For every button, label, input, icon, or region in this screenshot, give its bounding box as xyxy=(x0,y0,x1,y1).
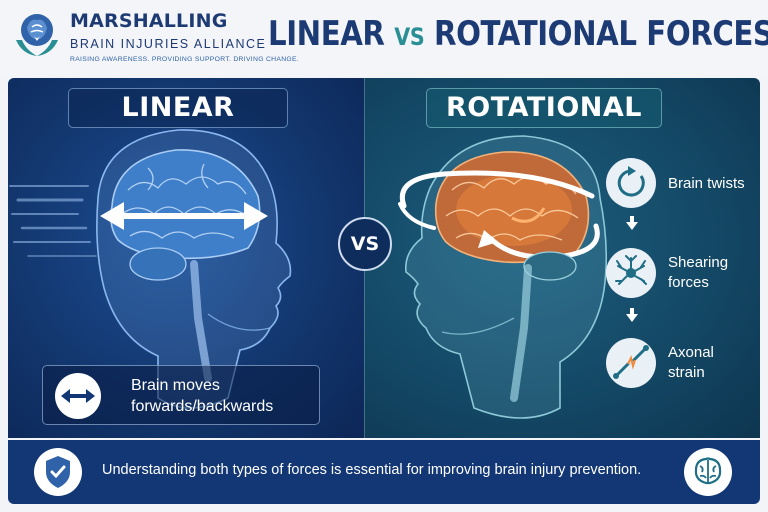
org-tagline: RAISING AWARENESS. PROVIDING SUPPORT. DR… xyxy=(70,56,300,63)
step-3-line1: Axonal xyxy=(668,344,714,361)
step-3-line2: strain xyxy=(668,364,705,381)
title-linear: LINEAR xyxy=(268,14,385,54)
linear-info-line2: forwards/backwards xyxy=(131,398,274,415)
footer-text: Understanding both types of forces is es… xyxy=(102,462,642,478)
org-name: MARSHALLING xyxy=(70,10,228,32)
step-2-text: Shearing forces xyxy=(668,253,728,293)
footer-banner: Understanding both types of forces is es… xyxy=(8,440,760,504)
shield-check-icon xyxy=(34,448,82,496)
title-rotational: ROTATIONAL FORCES xyxy=(434,14,768,54)
step-2-line1: Shearing xyxy=(668,254,729,271)
double-arrow-icon xyxy=(55,373,101,419)
header: MARSHALLING BRAIN INJURIES ALLIANCE RAIS… xyxy=(0,0,768,76)
rotate-icon xyxy=(606,158,656,208)
vs-badge: VS xyxy=(338,217,392,271)
neuron-icon xyxy=(606,248,656,298)
linear-panel: LINEAR xyxy=(8,78,364,438)
org-subtitle: BRAIN INJURIES ALLIANCE xyxy=(70,37,267,51)
linear-info-text: Brain moves forwards/backwards xyxy=(131,375,273,417)
rotational-label: ROTATIONAL xyxy=(426,88,662,128)
step-2-line2: forces xyxy=(668,274,709,291)
linear-info-line1: Brain moves xyxy=(131,377,220,394)
alliance-logo-icon xyxy=(12,10,62,62)
brain-icon xyxy=(684,448,732,496)
down-arrow-icon xyxy=(626,216,638,230)
step-1-text: Brain twists xyxy=(668,175,745,192)
step-3-text: Axonal strain xyxy=(668,343,714,383)
linear-head-illustration xyxy=(9,129,292,409)
rotational-head-illustration xyxy=(398,135,608,419)
rotational-panel: ROTATIONAL Brain twists xyxy=(364,78,760,438)
linear-label: LINEAR xyxy=(68,88,288,128)
axon-strain-icon xyxy=(606,338,656,388)
down-arrow-icon xyxy=(626,308,638,322)
linear-info-box: Brain moves forwards/backwards xyxy=(42,365,320,425)
linear-motion-arrow xyxy=(100,202,268,230)
page-title: LINEAR VS ROTATIONAL FORCES xyxy=(268,14,768,54)
title-vs: VS xyxy=(394,23,425,51)
